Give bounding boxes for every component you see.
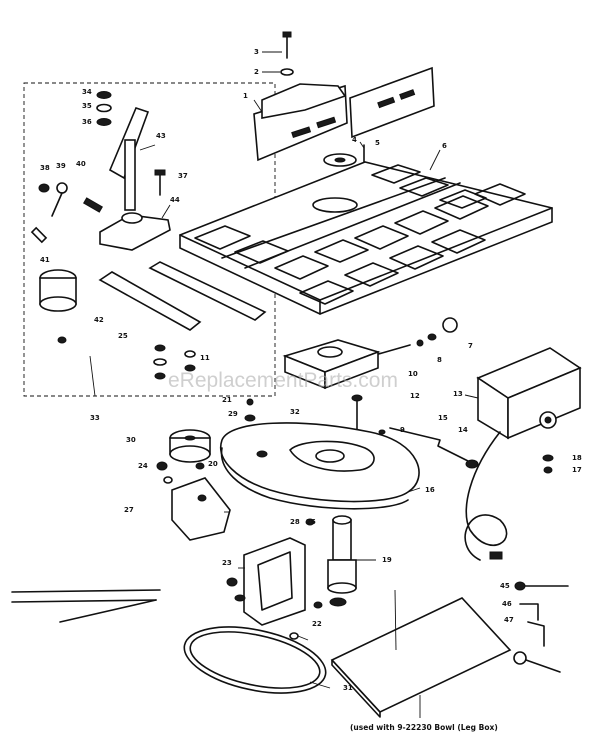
stray-lines [11, 589, 161, 623]
callout-4: 4 [352, 136, 357, 144]
lower-left-parts [156, 429, 231, 541]
callout-24: 24 [138, 462, 148, 470]
base-plate [330, 597, 512, 718]
footnote: (used with 9-22230 Bowl (Leg Box) [350, 723, 498, 732]
callout-30: 30 [126, 436, 136, 444]
callout-35: 35 [82, 102, 92, 110]
callout-9: 9 [400, 426, 405, 434]
callout-12: 12 [410, 392, 420, 400]
callout-31: 31 [343, 684, 353, 692]
callout-41: 41 [40, 256, 50, 264]
callout-42: 42 [94, 316, 104, 324]
center-parts [244, 339, 479, 469]
drive-belt [183, 626, 327, 694]
callout-16: 16 [425, 486, 435, 494]
callout-25: 25 [118, 332, 128, 340]
callout-10: 10 [408, 370, 418, 378]
callout-1: 1 [243, 92, 248, 100]
guard-subassembly [30, 91, 267, 380]
callout-15: 15 [438, 414, 448, 422]
callout-28: 28 [290, 518, 300, 526]
callout-39: 39 [56, 162, 66, 170]
callout-44: 44 [170, 196, 180, 204]
callout-19: 19 [382, 556, 392, 564]
loose-hardware [513, 581, 569, 673]
callout-21: 21 [222, 396, 232, 404]
callout-11: 11 [200, 354, 210, 362]
callout-36: 36 [82, 118, 92, 126]
callout-27: 27 [124, 506, 134, 514]
callout-33: 33 [90, 414, 100, 422]
fence-assembly [253, 31, 435, 173]
callout-37: 37 [178, 172, 188, 180]
callout-29: 29 [228, 410, 238, 418]
callout-14: 14 [458, 426, 468, 434]
motor-mount-assembly [226, 515, 357, 640]
callout-43: 43 [156, 132, 166, 140]
callout-20: 20 [208, 460, 218, 468]
callout-13: 13 [453, 390, 463, 398]
base-casting [219, 422, 420, 510]
callout-46: 46 [502, 600, 512, 608]
callout-7: 7 [468, 342, 473, 350]
callout-34: 34 [82, 88, 92, 96]
callout-45: 45 [500, 582, 510, 590]
callout-38: 38 [40, 164, 50, 172]
table-top [179, 161, 553, 315]
switch-box-assembly [374, 317, 582, 561]
callout-3: 3 [254, 48, 259, 56]
callout-labels: 1 2 3 4 5 6 7 8 9 10 11 12 13 14 15 16 1… [40, 48, 582, 692]
callout-47: 47 [504, 616, 514, 624]
callout-22: 22 [312, 620, 322, 628]
callout-40: 40 [76, 160, 86, 168]
callout-2: 2 [254, 68, 259, 76]
callout-32: 32 [290, 408, 300, 416]
callout-6: 6 [442, 142, 447, 150]
callout-17: 17 [572, 466, 582, 474]
callout-26: 26 [306, 518, 316, 526]
leader-lines [89, 51, 479, 718]
callout-18: 18 [572, 454, 582, 462]
callout-8: 8 [437, 356, 442, 364]
watermark: eReplacementParts.com [168, 369, 398, 392]
callout-23: 23 [222, 559, 232, 567]
callout-5: 5 [375, 139, 380, 147]
